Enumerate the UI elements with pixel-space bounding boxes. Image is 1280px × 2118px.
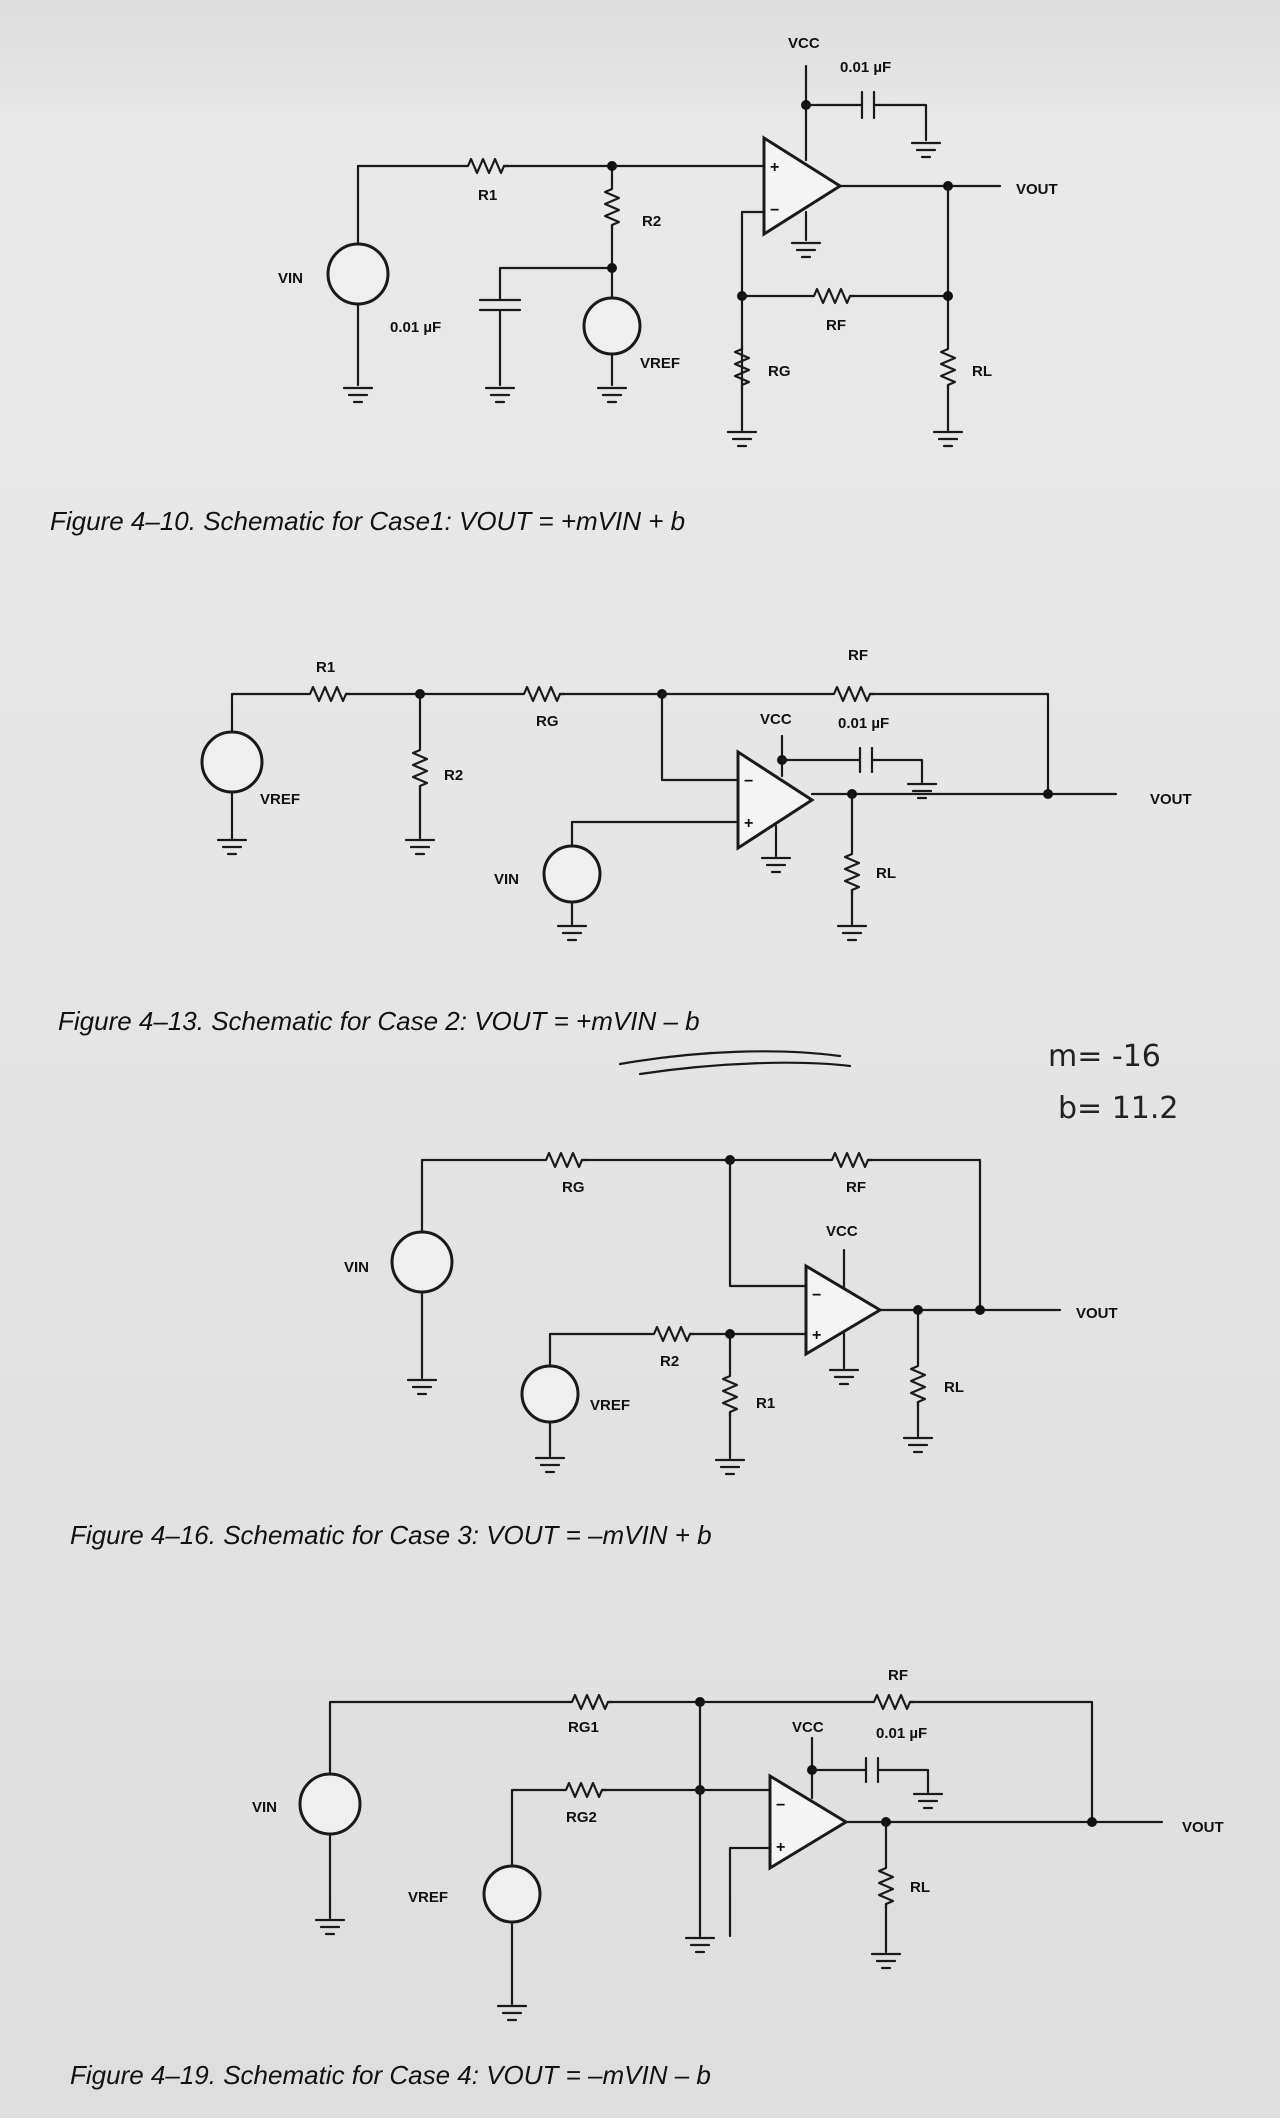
svg-text:RF: RF [848,647,868,664]
opamp-symbol [762,135,843,237]
vref-source-symbol-2 [200,730,264,794]
figure-4-19: VIN RG1 RF RG2 VREF − + VCC 0.01 µF VOUT… [252,1667,1224,2022]
svg-text:VCC: VCC [760,711,792,728]
caption-figure-4-19: Figure 4–19. Schematic for Case 4: VOUT … [70,2060,711,2090]
vout-label: VOUT [1016,181,1058,198]
svg-text:R1: R1 [756,1395,775,1412]
figure-4-16: VIN RG RF − + VCC R2 VREF R1 VOUT RL [344,1151,1118,1476]
svg-text:R1: R1 [316,659,335,676]
vin-label: VIN [278,270,303,287]
svg-text:VOUT: VOUT [1150,791,1192,808]
svg-text:0.01 µF: 0.01 µF [840,59,891,76]
handwritten-m: m= -16 [1048,1039,1161,1074]
svg-text:VOUT: VOUT [1182,1819,1224,1836]
svg-text:RL: RL [876,865,896,882]
svg-text:0.01 µF: 0.01 µF [838,715,889,732]
handwritten-notes: m= -16 b= 11.2 [1048,1039,1179,1126]
svg-text:+: + [744,815,753,832]
svg-text:RG: RG [768,363,791,380]
caption-figure-4-10: Figure 4–10. Schematic for Case1: VOUT =… [50,506,685,536]
r2-label: R2 [642,213,661,230]
svg-text:−: − [812,1287,821,1304]
svg-text:VIN: VIN [344,1259,369,1276]
svg-text:VCC: VCC [826,1223,858,1240]
svg-text:VCC: VCC [792,1719,824,1736]
svg-text:−: − [776,1797,785,1814]
svg-text:VREF: VREF [590,1397,630,1414]
handwritten-b: b= 11.2 [1058,1091,1179,1126]
svg-text:−: − [744,773,753,790]
svg-text:RG: RG [562,1179,585,1196]
svg-text:−: − [770,202,779,219]
svg-text:VIN: VIN [494,871,519,888]
svg-text:RL: RL [944,1379,964,1396]
vref-label: VREF [640,355,680,372]
vin-source-symbol [326,242,390,306]
svg-text:+: + [776,1839,785,1856]
svg-text:VIN: VIN [252,1799,277,1816]
svg-text:+: + [770,159,779,176]
svg-text:VOUT: VOUT [1076,1305,1118,1322]
svg-text:+: + [812,1327,821,1344]
svg-text:RG: RG [536,713,559,730]
svg-text:RF: RF [888,1667,908,1684]
svg-text:VREF: VREF [260,791,300,808]
svg-text:VREF: VREF [408,1889,448,1906]
caption-figure-4-13: Figure 4–13. Schematic for Case 2: VOUT … [58,1006,700,1036]
svg-text:RG2: RG2 [566,1809,597,1826]
svg-text:R2: R2 [660,1353,679,1370]
svg-text:RF: RF [846,1179,866,1196]
figure-4-13: VREF R1 R2 RG RF − + VCC 0.01 µF VIN VOU [200,647,1192,942]
svg-text:RG1: RG1 [568,1719,599,1736]
r1-label: R1 [478,187,497,204]
vref-source-symbol [582,296,642,356]
caption-figure-4-16: Figure 4–16. Schematic for Case 3: VOUT … [70,1520,712,1550]
svg-text:R2: R2 [444,767,463,784]
svg-text:RF: RF [826,317,846,334]
figure-4-10: VIN R1 R2 0.01 µF VREF + − VCC 0.01 µF [278,35,1058,448]
svg-text:0.01 µF: 0.01 µF [876,1725,927,1742]
cap-label: 0.01 µF [390,319,441,336]
svg-text:RL: RL [972,363,992,380]
svg-text:RL: RL [910,1879,930,1896]
vcc-label: VCC [788,35,820,52]
